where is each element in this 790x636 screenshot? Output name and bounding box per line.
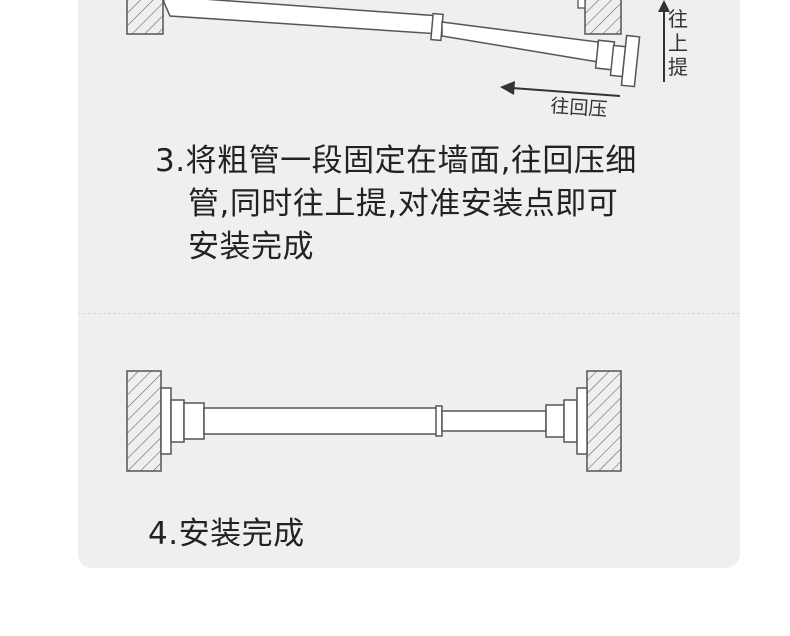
wall-left-top bbox=[126, 0, 164, 35]
thin-tube bbox=[441, 410, 547, 432]
up-label-3: 提 bbox=[668, 55, 688, 79]
step4-diagram bbox=[126, 370, 622, 472]
up-label-2: 上 bbox=[668, 31, 688, 55]
step3-line-1: 3.将粗管一段固定在墙面,往回压细 bbox=[155, 143, 637, 179]
back-arrow-icon bbox=[500, 81, 621, 97]
section-divider bbox=[78, 313, 740, 314]
up-arrow-icon bbox=[658, 0, 670, 82]
wall-right-top-edge bbox=[577, 0, 586, 9]
tilted-rod bbox=[162, 0, 641, 88]
thick-tube bbox=[203, 407, 439, 435]
step3-instruction: 3.将粗管一段固定在墙面,往回压细 管,同时往上提,对准安装点即可 安装完成 bbox=[155, 140, 715, 269]
wall-right bbox=[586, 370, 622, 472]
wall-right-top bbox=[584, 0, 622, 35]
up-label-1: 往 bbox=[668, 7, 688, 31]
step3-line-2: 管,同时往上提,对准安装点即可 bbox=[188, 186, 619, 222]
step3-line-3: 安装完成 bbox=[188, 229, 314, 265]
back-label: 往回压 bbox=[550, 95, 608, 121]
wall-left bbox=[126, 370, 162, 472]
instruction-card bbox=[78, 0, 740, 568]
step4-label: 4.安装完成 bbox=[148, 516, 305, 552]
